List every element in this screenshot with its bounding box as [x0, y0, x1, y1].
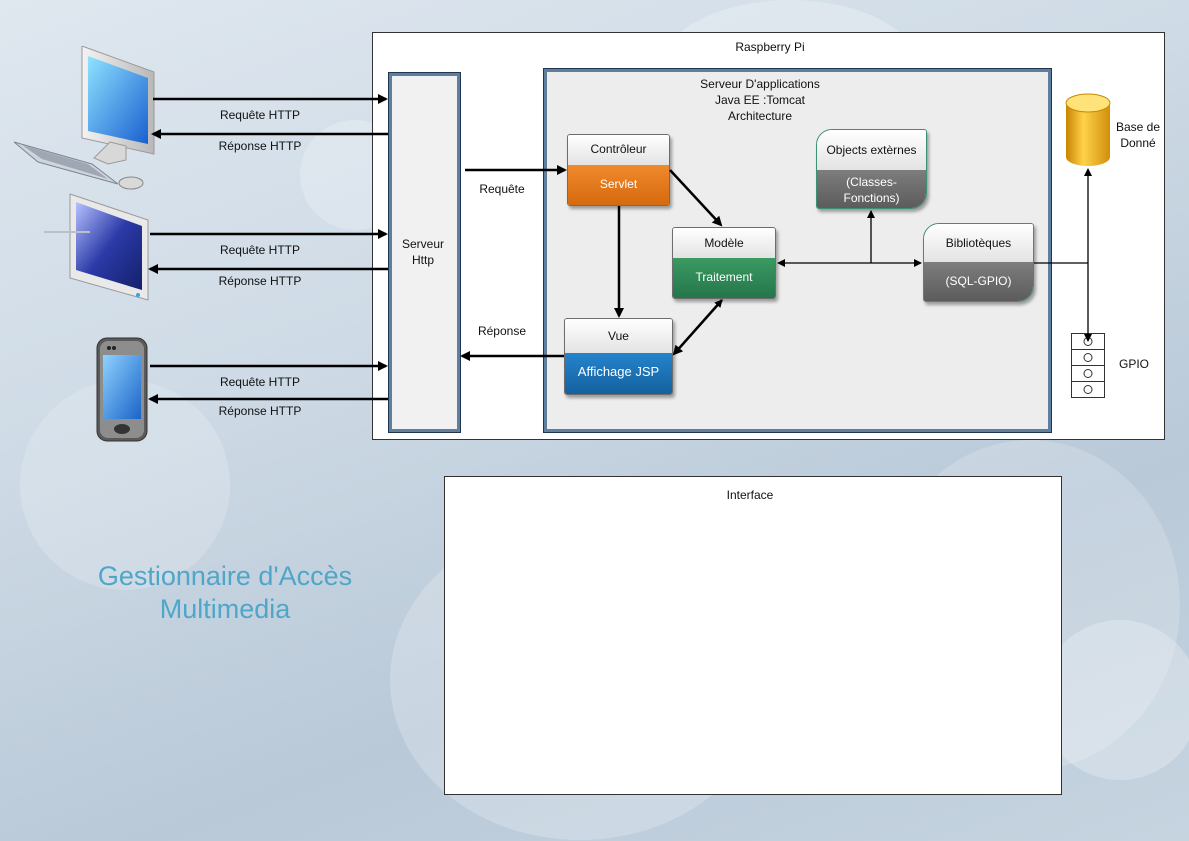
model-component: Modèle Traitement — [672, 227, 776, 299]
view-body: Affichage JSP — [565, 353, 672, 394]
interface-panel — [444, 476, 1062, 795]
http-server-box — [388, 72, 461, 433]
external-objects-component: Objects extèrnes (Classes- Fonctions) — [816, 129, 927, 209]
client1-response-label: Réponse HTTP — [218, 139, 302, 153]
client2-response-label: Réponse HTTP — [218, 274, 302, 288]
client1-request-label: Requête HTTP — [219, 108, 301, 122]
model-body: Traitement — [673, 258, 775, 298]
controller-component: Contrôleur Servlet — [567, 134, 670, 206]
raspberry-pi-title: Raspberry Pi — [735, 40, 805, 54]
external-objects-body-line1: (Classes- — [846, 175, 897, 189]
controller-title: Contrôleur — [568, 135, 669, 165]
libraries-component: Bibliotèques (SQL-GPIO) — [923, 223, 1034, 302]
smartphone-icon — [96, 337, 148, 442]
view-title: Vue — [565, 319, 672, 353]
libraries-title: Bibliotèques — [924, 224, 1033, 262]
flow-request-label: Requête — [479, 182, 525, 196]
external-objects-body-line2: Fonctions) — [843, 191, 900, 205]
database-cylinder-icon — [1065, 93, 1111, 166]
app-server-title-line1: Serveur D'applications — [700, 77, 820, 91]
model-title: Modèle — [673, 228, 775, 258]
client3-request-label: Requête HTTP — [219, 375, 301, 389]
controller-to-model-arrow — [669, 169, 723, 227]
http-server-label-line2: Http — [411, 253, 434, 267]
app-server-title-line2: Java EE :Tomcat — [714, 93, 806, 107]
interface-title: Interface — [726, 488, 774, 502]
page-title-line2: Multimedia — [159, 594, 291, 624]
model-view-arrow — [672, 299, 723, 356]
monitor-icon — [44, 193, 149, 301]
gpio-label: GPIO — [1118, 357, 1149, 371]
gpio-pins-icon — [1071, 333, 1105, 398]
controller-body: Servlet — [568, 165, 669, 205]
flow-response-label: Réponse — [477, 324, 527, 338]
database-label-line2: Donné — [1120, 136, 1156, 150]
app-server-title-line3: Architecture — [727, 109, 793, 123]
desktop-computer-icon — [13, 46, 155, 190]
libraries-body: (SQL-GPIO) — [924, 262, 1033, 301]
page-title-line1: Gestionnaire d'Accès — [97, 561, 353, 591]
external-objects-body: (Classes- Fonctions) — [817, 170, 926, 208]
client3-response-label: Réponse HTTP — [218, 404, 302, 418]
external-objects-title: Objects extèrnes — [817, 130, 926, 170]
http-server-label-line1: Serveur — [401, 237, 445, 251]
database-label-line1: Base de — [1115, 120, 1161, 134]
view-component: Vue Affichage JSP — [564, 318, 673, 395]
client2-request-label: Requête HTTP — [219, 243, 301, 257]
